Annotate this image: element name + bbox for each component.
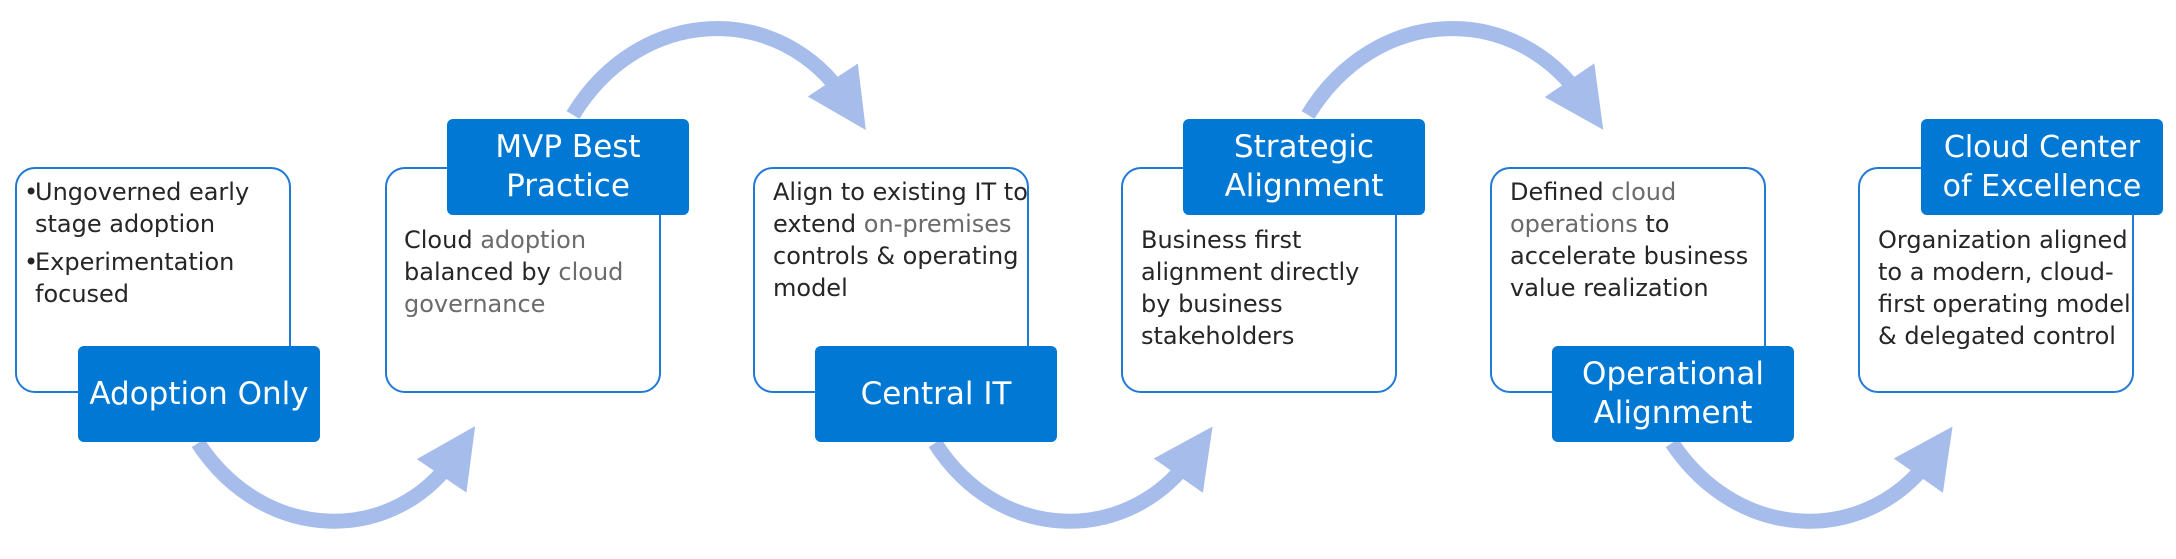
stage-3-text-part: controls & operating model <box>773 242 1019 302</box>
stage-4-text: Business first alignment directly by bus… <box>1141 226 1360 350</box>
stage-2-text-part: balanced by <box>404 258 551 286</box>
stage-5-text: Defined cloud operations to accelerate b… <box>1510 176 1768 304</box>
stage-1-text: Ungoverned early stage adoption Experime… <box>24 176 286 316</box>
stage-5-label: Operational Alignment <box>1552 346 1794 442</box>
stage-6-text: Organization aligned to a modern, cloud-… <box>1878 226 2131 350</box>
stage-2-text-part: cloud governance <box>404 258 624 318</box>
stage-2-text-part: Cloud <box>404 226 473 254</box>
stage-1-label: Adoption Only <box>78 346 320 442</box>
stage-1-bullet: Experimentation focused <box>24 246 286 310</box>
stage-3-text-part: on-premises <box>856 210 1012 238</box>
arrow-2-to-3 <box>566 21 866 131</box>
stage-3-label: Central IT <box>815 346 1057 442</box>
stage-5-text-part: Defined <box>1510 178 1604 206</box>
stage-1-bullet-list: Ungoverned early stage adoption Experime… <box>24 176 286 310</box>
arrow-3-to-4 <box>928 426 1213 529</box>
stage-4-label: Strategic Alignment <box>1183 119 1425 215</box>
arrow-5-to-6 <box>1665 426 1953 529</box>
stage-3-text: Align to existing IT to extend on-premis… <box>773 176 1031 304</box>
stage-2-text: Cloud adoption balanced by cloud governa… <box>404 224 654 320</box>
stage-1-bullet: Ungoverned early stage adoption <box>24 176 286 240</box>
arrow-1-to-2 <box>191 426 476 529</box>
stage-5-text-part: cloud operations <box>1510 178 1677 238</box>
stage-5-text-part: to accelerate business value realization <box>1510 210 1749 302</box>
stage-3-text-part: Align to existing IT to extend <box>773 178 1028 238</box>
stage-2-text-part: adoption <box>472 226 587 254</box>
stage-6-label: Cloud Center of Excellence <box>1921 119 2163 215</box>
stage-2-label: MVP Best Practice <box>447 119 689 215</box>
arrow-4-to-5 <box>1301 21 1604 130</box>
